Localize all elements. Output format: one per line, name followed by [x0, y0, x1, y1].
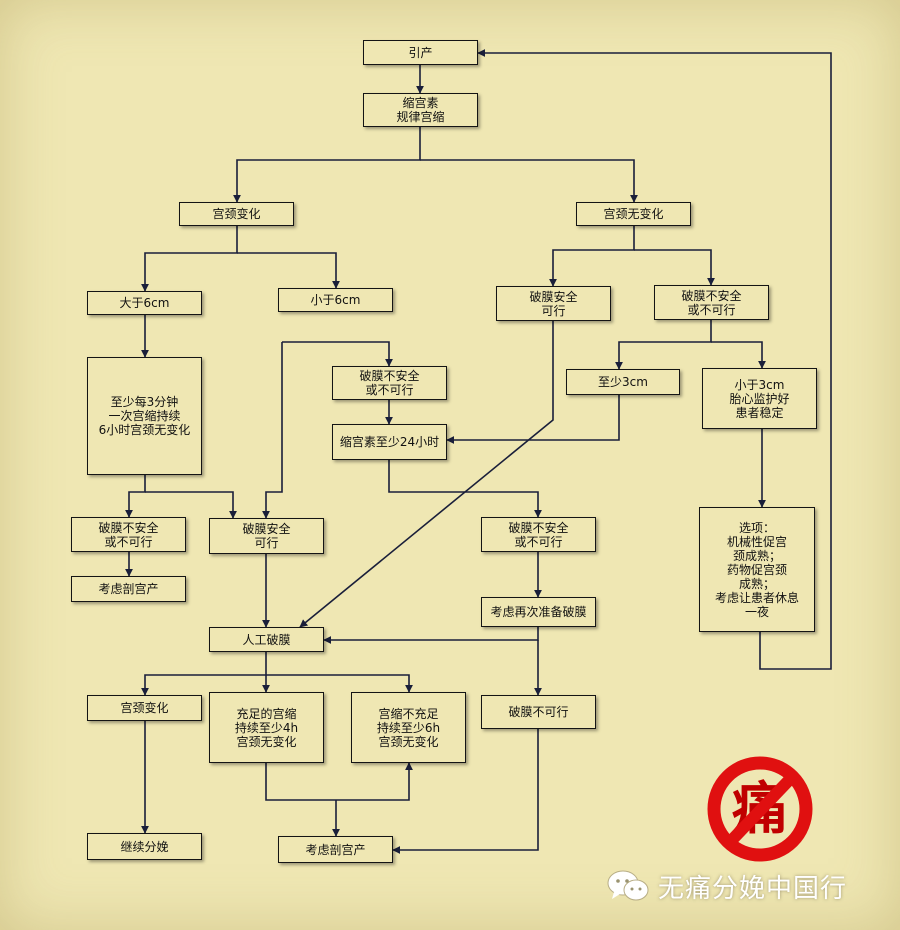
connector-arrow-16	[262, 342, 283, 519]
node-rupture-unsafe-left: 破膜不安全 或不可行	[71, 517, 186, 552]
watermark: 无痛分娩中国行	[606, 864, 847, 908]
connector-arrow-15	[145, 491, 237, 519]
node-amniotomy: 人工破膜	[209, 627, 324, 652]
node-oxytocin: 缩宫素 规律宫缩	[363, 93, 478, 127]
connector-arrow-26	[266, 674, 413, 693]
node-cervix-change-bottom: 宫颈变化	[87, 695, 202, 721]
node-rupture-unsafe-mid: 破膜不安全 或不可行	[332, 366, 447, 400]
no-pain-logo: 痛	[707, 756, 813, 862]
connector-arrow-1	[233, 127, 421, 203]
node-greater-than-6cm: 大于6cm	[87, 291, 202, 315]
node-cesarean-left: 考虑剖宫产	[71, 576, 186, 602]
node-inadequate-contractions: 宫缩不充足 持续至少6h 宫颈无变化	[351, 692, 466, 763]
watermark-text: 无痛分娩中国行	[658, 873, 848, 904]
node-reprepare-rupture: 考虑再次准备破膜	[481, 597, 596, 627]
node-rupture-impossible: 破膜不可行	[481, 695, 596, 729]
connector-arrow-3	[141, 226, 238, 292]
connector-arrow-21	[299, 321, 554, 628]
node-options: 选项： 机械性促宫 颈成熟； 药物促宫颈 成熟； 考虑让患者休息 一夜	[699, 507, 815, 632]
connector-arrow-17	[388, 460, 542, 518]
connector-arrow-8	[615, 320, 712, 370]
connector-arrow-12	[446, 395, 620, 444]
connector-arrow-10	[282, 341, 393, 367]
node-rupture-unsafe-right: 破膜不安全 或不可行	[481, 517, 596, 552]
connector-arrow-30	[392, 729, 539, 854]
logo-slash	[725, 771, 798, 847]
node-less-than-6cm: 小于6cm	[278, 288, 393, 312]
node-adequate-contractions: 充足的宫缩 持续至少4h 宫颈无变化	[209, 692, 324, 763]
connector-arrow-14	[125, 475, 146, 518]
node-less-than-3cm: 小于3cm 胎心监护好 患者稳定	[702, 368, 817, 429]
logo-ring	[707, 756, 813, 862]
connector-arrow-5	[549, 226, 635, 287]
wechat-icon	[607, 870, 649, 901]
connector-arrow-22	[323, 627, 539, 644]
node-induction: 引产	[363, 40, 478, 65]
node-oxytocin-24h: 缩宫素至少24小时	[332, 424, 447, 460]
node-cervix-no-change: 宫颈无变化	[576, 202, 691, 226]
connector-arrow-6	[634, 249, 715, 286]
node-cervix-change: 宫颈变化	[179, 202, 294, 226]
node-contraction-criteria: 至少每3分钟 一次宫缩持续 6小时宫颈无变化	[87, 357, 202, 475]
node-cesarean-bottom: 考虑剖宫产	[278, 836, 393, 863]
connector-arrow-28	[265, 762, 413, 801]
connector-arrow-9	[711, 341, 766, 369]
node-continue-delivery: 继续分娩	[87, 833, 202, 860]
node-rupture-safe-top: 破膜安全 可行	[496, 286, 611, 321]
connector-arrow-24	[141, 652, 267, 696]
connector-arrow-2	[420, 159, 638, 203]
node-rupture-unsafe-top: 破膜不安全 或不可行	[654, 285, 769, 320]
connector-arrow-31	[477, 49, 832, 670]
node-at-least-3cm: 至少3cm	[566, 369, 680, 395]
node-rupture-safe-left: 破膜安全 可行	[209, 518, 324, 554]
connector-arrow-4	[237, 252, 340, 289]
